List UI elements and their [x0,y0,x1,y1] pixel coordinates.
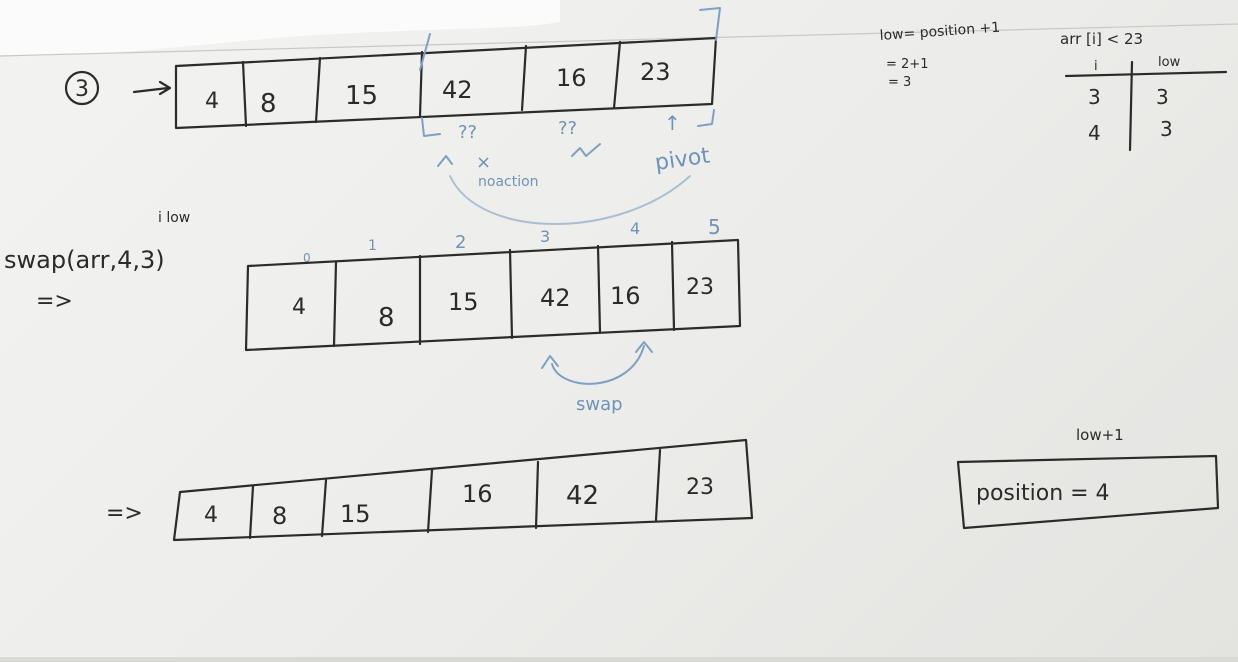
row1-cell: 15 [345,81,378,111]
trace-cell: 4 [1088,121,1101,145]
row1-cell: 42 [442,76,473,104]
question-mark: ?? [558,118,577,139]
low-plus-one-note: low+1 [1076,426,1124,444]
up-arrow-icon: ↑ [664,111,681,135]
index-label: 3 [540,227,550,246]
row2-cell: 42 [540,284,571,312]
trace-table [1064,60,1228,152]
swap-arrow-icon [541,341,653,385]
row3-cell: 4 [204,503,218,528]
trace-header-low: low [1158,55,1181,70]
curved-hint [449,175,691,225]
page-rule [0,23,1238,57]
implies-arrow: => [106,501,143,526]
trace-cell: 3 [1088,85,1101,109]
low-formula-step: = 2+1 [886,57,928,72]
redaction-strip [0,0,560,57]
no-action-label: noaction [478,174,539,190]
blue-bracket-right [699,7,721,41]
low-formula-result: = 3 [888,75,911,90]
trace-condition: arr [i] < 23 [1060,30,1143,48]
row3-cell: 16 [462,480,493,508]
low-formula: low= position +1 [879,20,1000,44]
row1-cell: 16 [556,64,587,92]
row3-box [172,438,754,542]
row3-cell: 15 [340,500,371,528]
row2-cell: 8 [378,303,395,333]
swap-call: swap(arr,4,3) [4,246,165,274]
row3-cell: 42 [566,481,599,511]
question-mark: ?? [458,122,477,143]
index-label: 5 [708,215,721,239]
row1-cell: 4 [205,89,219,114]
index-label: 0 [303,251,311,265]
row3-cell: 23 [686,475,714,500]
array-row-2 [244,238,742,352]
pivot-label: pivot [653,143,711,175]
trace-cell: 3 [1156,85,1169,109]
row2-box [244,238,742,352]
step-marker: 3 [64,70,172,106]
row1-cell: 8 [260,89,277,119]
swap-label: swap [576,394,623,415]
implies-arrow: => [36,289,73,314]
trace-cell: 3 [1160,117,1173,141]
row1-cell: 23 [640,58,671,86]
index-label: 1 [368,238,377,254]
row2-cell: 15 [448,288,479,316]
cross-mark: × [476,152,491,173]
blue-bracket-left [419,33,431,71]
row2-cell: 16 [610,282,641,310]
step-number: 3 [75,77,89,102]
result-box [956,454,1220,530]
array-row-3 [172,438,754,542]
index-label: 2 [455,232,466,253]
row2-cell: 4 [292,295,306,320]
trace-header-i: i [1094,59,1098,74]
row2-cell: 23 [686,275,714,300]
row3-cell: 8 [272,502,287,530]
result-position: position = 4 [976,481,1110,506]
index-label: 4 [630,219,640,238]
row1-box [174,36,718,130]
i-low-note: i low [158,210,190,226]
